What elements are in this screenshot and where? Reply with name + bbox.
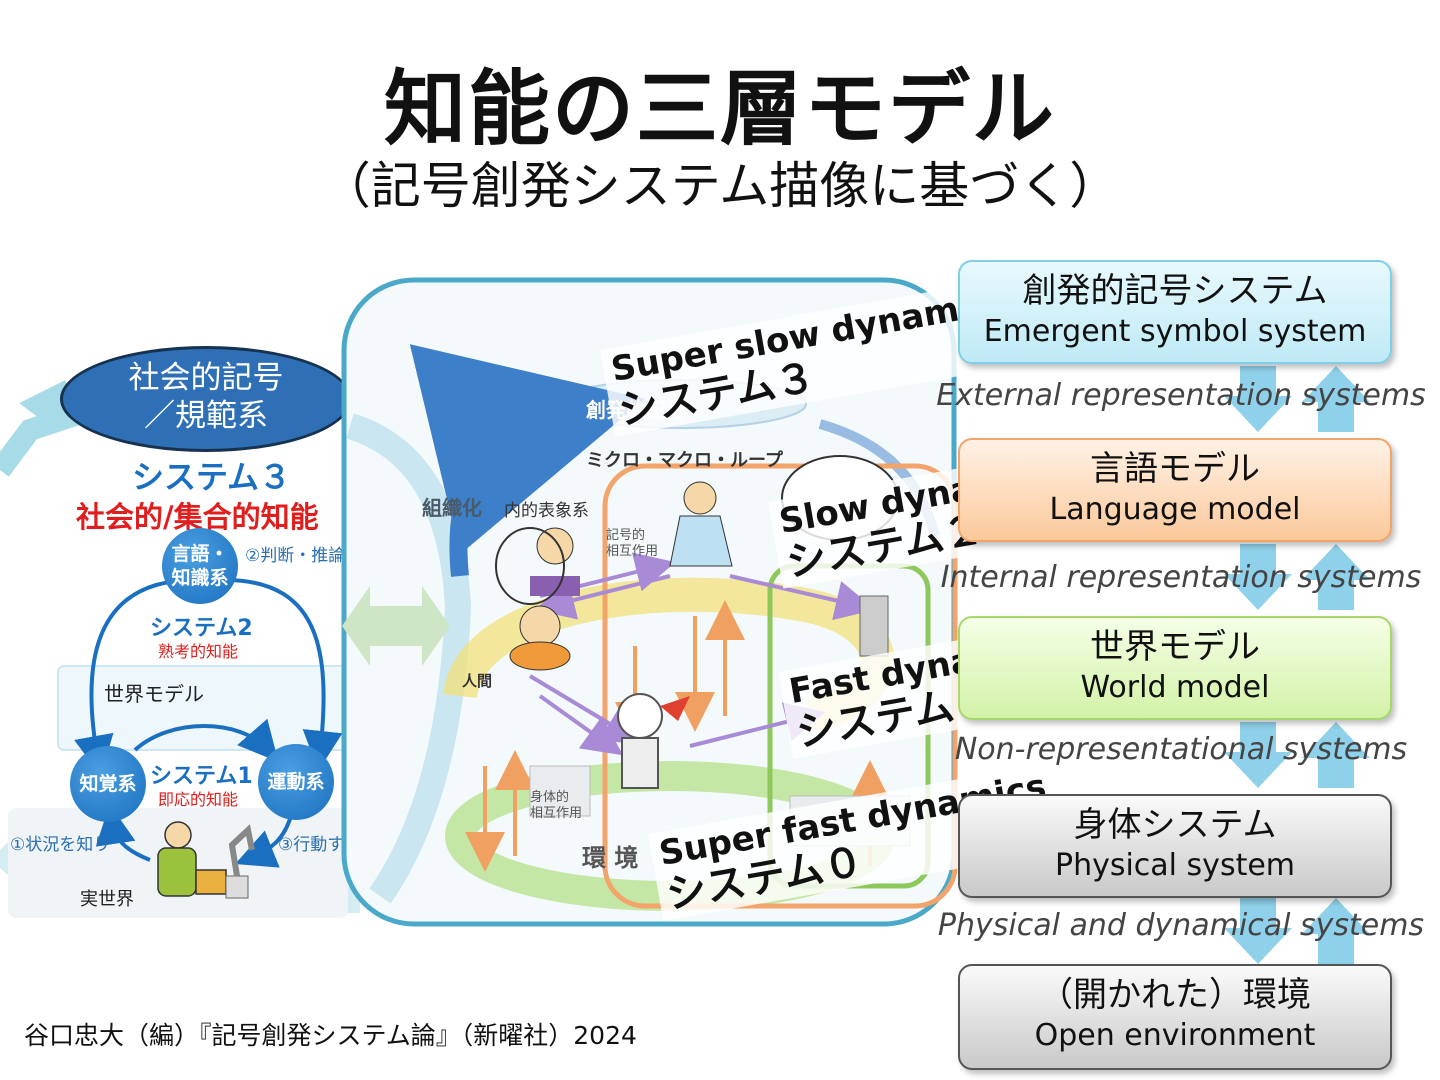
left-diagram-graphics (0, 380, 360, 918)
system2-label: システム2 (150, 616, 253, 641)
symbolic-interaction-label: 記号的 相互作用 (606, 528, 659, 559)
board-icon (195, 869, 227, 895)
stack-arrows (1224, 366, 1370, 964)
page-subtitle: （記号創発システム描像に基づく） (320, 157, 1120, 215)
judge-label: ②判断・推論し (245, 546, 363, 566)
page-title: 知能の三層モデル (383, 62, 1056, 157)
real-world-label: 実世界 (80, 889, 134, 910)
gap-external-representation: External representation systems (936, 378, 1426, 413)
human-label: 人間 (462, 672, 493, 690)
system2-sub-label: 熟考的知能 (158, 642, 239, 661)
node-perception: 知覚系 (70, 746, 146, 822)
node-motor: 運動系 (258, 744, 334, 820)
robot-arm-icon (228, 824, 255, 877)
node-language: 言語・ 知識系 (162, 528, 238, 604)
system1-label: システム1 (150, 764, 253, 789)
ellipse-label-2: ／規範系 (144, 398, 268, 434)
girl-icon (683, 481, 717, 515)
organize-arrow (409, 344, 646, 577)
micro-macro-label: ミクロ・マクロ・ループ (586, 450, 783, 471)
boy-icon (519, 605, 561, 647)
environment-label: 環 境 (582, 844, 639, 872)
outer-arrow-left (0, 380, 84, 477)
step1-label: ①状況を知り (10, 835, 111, 855)
person-icon (164, 821, 192, 849)
citation: 谷口忠大（編）『記号創発システム論』（新曜社）2024 (24, 1021, 637, 1050)
ellipse-label-1: 社会的記号 (128, 360, 284, 396)
organize-label: 組織化 (422, 496, 482, 520)
body-interaction-label: 身体的 相互作用 (530, 790, 583, 821)
internal-rep-label: 内的表象系 (504, 501, 589, 521)
gap-non-representational: Non-representational systems (954, 732, 1408, 767)
world-model-label: 世界モデル (104, 682, 204, 706)
woman-icon (536, 527, 574, 565)
system1-sub-label: 即応的知能 (158, 790, 239, 809)
gap-internal-representation: Internal representation systems (940, 560, 1422, 595)
robot-icon (617, 693, 663, 739)
social-symbol-ellipse: 社会的記号 ／規範系 (60, 346, 352, 452)
city-icon (529, 765, 591, 817)
humanoid-robot-icon (859, 595, 889, 657)
gap-physical-dynamical: Physical and dynamical systems (937, 908, 1425, 943)
step3-label: ③行動する (278, 835, 362, 855)
system3-label: システム３ (132, 458, 292, 496)
